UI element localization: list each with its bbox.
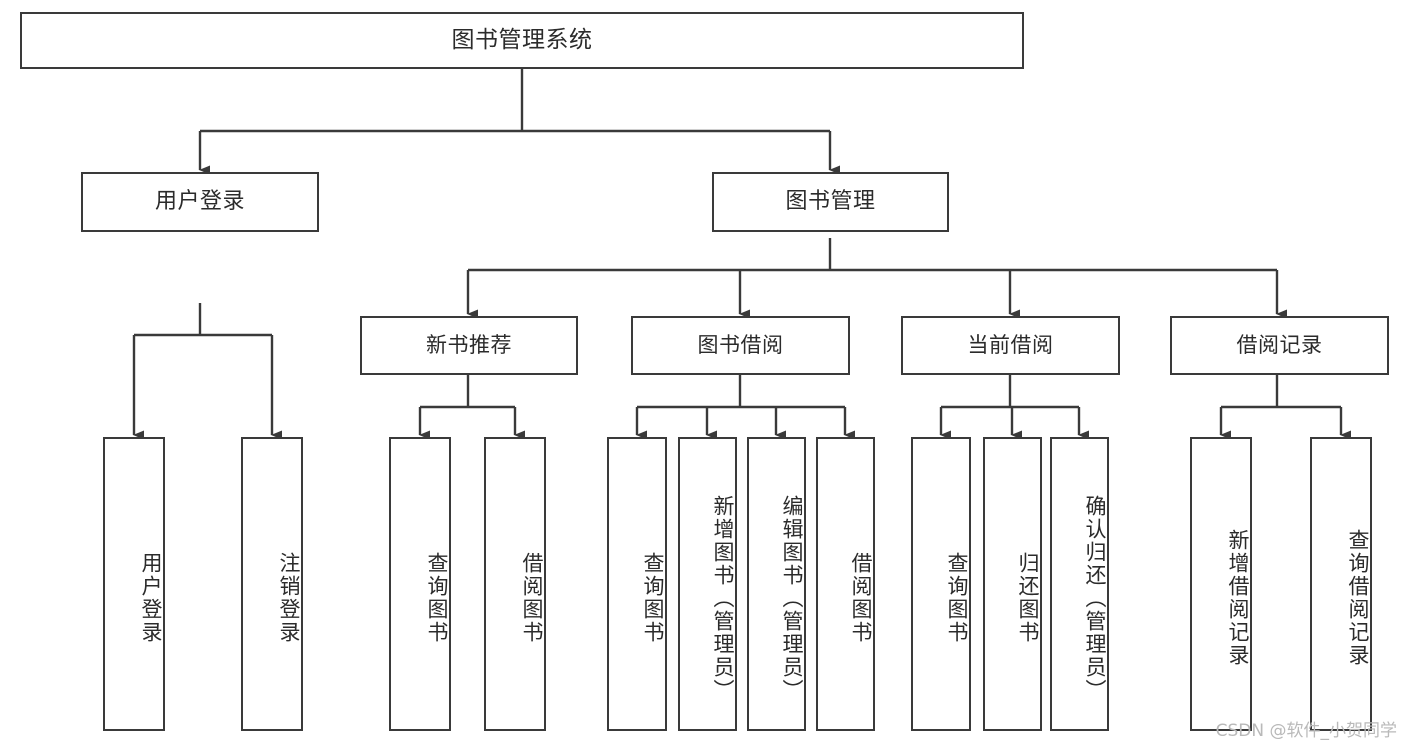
- node-label: 新书推荐: [426, 333, 512, 358]
- node-label: 查询图书: [641, 552, 665, 644]
- leaf-query-book-current[interactable]: 查询图书: [911, 437, 971, 731]
- leaf-return-book[interactable]: 归还图书: [983, 437, 1042, 731]
- node-label: 借阅图书: [849, 552, 873, 644]
- leaf-edit-book-admin[interactable]: 编辑图书（管理员）: [747, 437, 806, 731]
- node-current-borrow[interactable]: 当前借阅: [901, 316, 1120, 375]
- node-label: 当前借阅: [967, 333, 1054, 358]
- leaf-add-book-admin[interactable]: 新增图书（管理员）: [678, 437, 737, 731]
- connector-lines: [132, 69, 1351, 440]
- leaf-user-login[interactable]: 用户登录: [103, 437, 165, 731]
- node-label: 归还图书: [1016, 552, 1040, 644]
- node-label: 新增图书（管理员）: [711, 494, 735, 702]
- node-borrow-record[interactable]: 借阅记录: [1170, 316, 1389, 375]
- node-book-borrow[interactable]: 图书借阅: [631, 316, 850, 375]
- node-label: 确认归还（管理员）: [1083, 494, 1107, 702]
- leaf-confirm-return-admin[interactable]: 确认归还（管理员）: [1050, 437, 1109, 731]
- node-label: 查询图书: [945, 552, 969, 644]
- leaf-query-book-recommend[interactable]: 查询图书: [389, 437, 451, 731]
- leaf-add-borrow-record[interactable]: 新增借阅记录: [1190, 437, 1252, 731]
- node-label: 图书管理系统: [451, 26, 593, 53]
- node-label: 用户登录: [154, 189, 245, 215]
- leaf-borrow-book[interactable]: 借阅图书: [816, 437, 875, 731]
- leaf-query-book-borrow[interactable]: 查询图书: [607, 437, 667, 731]
- node-label: 借阅记录: [1236, 333, 1323, 358]
- node-label: 编辑图书（管理员）: [780, 494, 804, 702]
- node-book-management[interactable]: 图书管理: [712, 172, 949, 232]
- node-label: 查询借阅记录: [1346, 529, 1370, 667]
- node-root-system[interactable]: 图书管理系统: [20, 12, 1024, 69]
- node-new-book-recommend[interactable]: 新书推荐: [360, 316, 578, 375]
- node-label: 注销登录: [277, 552, 301, 644]
- node-label: 借阅图书: [520, 552, 544, 644]
- node-label: 图书管理: [785, 189, 876, 215]
- node-user-login[interactable]: 用户登录: [81, 172, 319, 232]
- node-label: 新增借阅记录: [1226, 529, 1250, 667]
- node-label: 用户登录: [139, 552, 163, 644]
- leaf-query-borrow-record[interactable]: 查询借阅记录: [1310, 437, 1372, 731]
- leaf-borrow-book-recommend[interactable]: 借阅图书: [484, 437, 546, 731]
- node-label: 查询图书: [425, 552, 449, 644]
- node-label: 图书借阅: [697, 333, 784, 358]
- leaf-user-logout[interactable]: 注销登录: [241, 437, 303, 731]
